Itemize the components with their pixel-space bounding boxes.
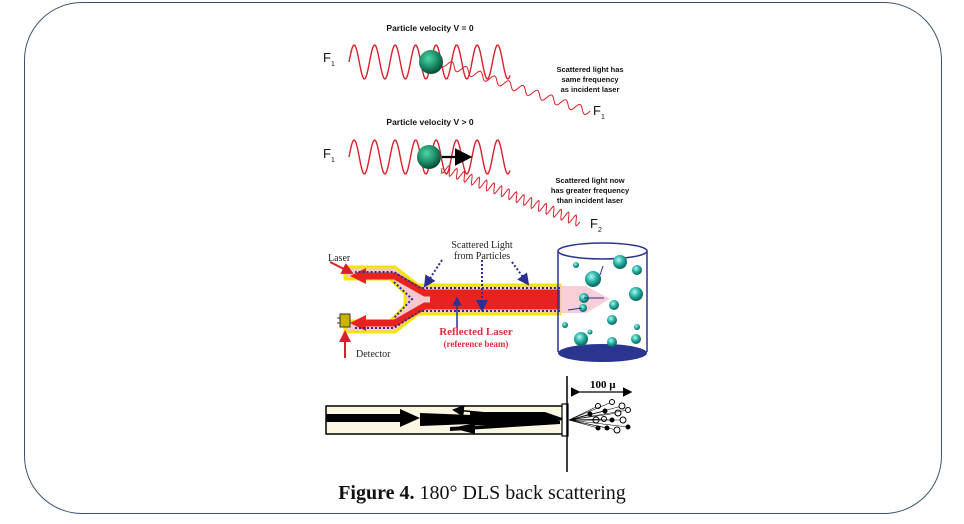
svg-text:Scattered light has: Scattered light has [556,65,623,74]
panel2-title: Particle velocity V > 0 [386,117,473,127]
scale-label: 100 µ [590,379,616,391]
panel2-scattered-label: F2 [590,216,602,234]
scattered-wave-2 [441,164,581,227]
panel1-title: Particle velocity V = 0 [386,23,473,33]
particle [573,262,579,268]
scatter-particle [625,424,631,430]
backscatter-arrow-1 [452,404,541,419]
particle [607,315,617,325]
reflected-laser-label-2: (reference beam) [444,339,509,349]
particle [629,287,643,301]
panel-velocity-zero: Particle velocity V = 0 F1 Scattered lig… [323,23,624,121]
scattered-light-label-2: from Particles [454,251,510,262]
scattered-light-paths [355,259,560,329]
particle-2 [417,145,441,169]
particle [574,332,588,346]
particle [607,337,617,347]
particle [562,322,568,328]
detector-icon [339,313,351,328]
panel1-note: Scattered light has same frequency as in… [556,65,623,94]
incident-arrow-1 [326,409,420,427]
scatter-particle [614,409,622,417]
particle [579,304,587,312]
svg-text:as incident laser: as incident laser [561,85,620,94]
scatter-particle [625,407,631,413]
panel2-note: Scattered light now has greater frequenc… [551,176,630,205]
particle [609,300,619,310]
panel1-incident-label: F1 [323,50,335,68]
svg-text:same frequency: same frequency [561,75,619,84]
scatter-particle [618,402,626,410]
backscatter-arrow-2 [452,423,475,434]
scatter-particle [602,408,608,414]
particle [634,324,640,330]
scatter-particle [619,416,627,424]
panel-fiber-probe: Laser Scattered Light from Particles Ref… [328,240,648,362]
svg-text:has greater frequency: has greater frequency [551,186,630,195]
detector-label: Detector [356,349,391,360]
caption-prefix: Figure 4. [338,482,415,504]
particle [632,265,642,275]
particle-1 [419,50,443,74]
particle [613,255,627,269]
scattered-light-label-1: Scattered Light [451,240,513,251]
caption-text: 180° DLS back scattering [414,482,626,504]
particle [585,271,601,287]
laser-pointer [329,261,354,274]
beam-arrowhead-top [350,268,366,284]
scatter-particle [587,411,593,417]
svg-text:than incident laser: than incident laser [557,196,623,205]
panel1-scattered-label: F1 [593,103,605,121]
particle [587,329,593,335]
scattered-wave-1 [439,61,591,116]
scatter-particle [609,399,615,405]
beam-arrowhead-bottom [350,315,366,331]
particle [631,334,641,344]
panel-velocity-positive: Particle velocity V > 0 F1 Scattered lig… [323,117,630,234]
cuvette [557,242,648,362]
svg-text:Scattered light now: Scattered light now [555,176,624,185]
figure-frame [24,2,942,514]
incident-arrow-2 [470,412,565,425]
panel-back-scattering: 100 µ [325,376,633,472]
scattering-particles [568,399,631,434]
laser-label: Laser [328,253,351,264]
panel2-incident-label: F1 [323,146,335,164]
scatter-particle [613,426,621,434]
figure-caption: Figure 4. 180° DLS back scattering [0,482,964,505]
reflected-laser-label-1: Reflected Laser [439,326,513,338]
scatter-particle [601,416,607,422]
